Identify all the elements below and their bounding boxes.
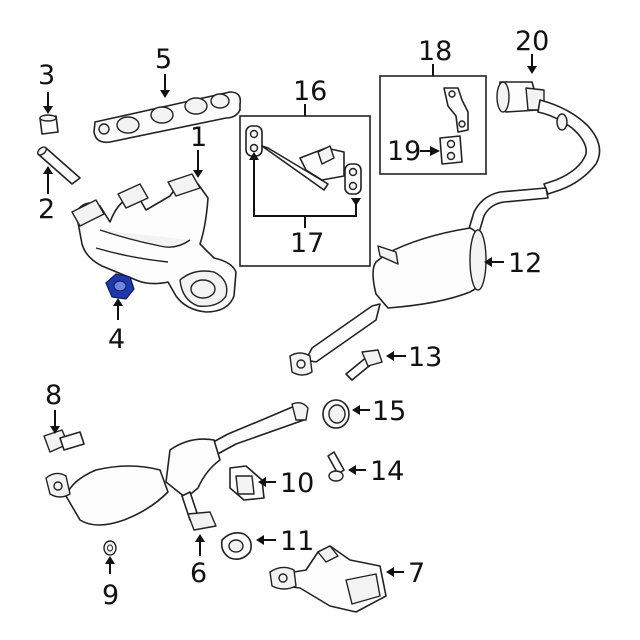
right-catalytic-converter-part[interactable] [269,545,387,613]
stud-part[interactable] [327,451,345,482]
tailpipe-hanger-parts[interactable] [439,87,469,165]
callout-19: 19 [387,136,421,167]
y-pipe-catalytic-converter-part[interactable] [43,401,309,556]
callout-14: 14 [370,456,404,487]
callout-18: 18 [418,36,452,67]
flange-gasket-part[interactable] [220,532,252,560]
hanger-kit-parts[interactable] [245,125,362,195]
callout-3: 3 [38,60,55,91]
callout-7: 7 [408,558,425,589]
callout-2: 2 [38,194,55,225]
callout-11: 11 [280,526,314,557]
callout-9: 9 [102,580,119,611]
callout-13: 13 [408,342,442,373]
hanger-insulator-part[interactable] [229,465,265,501]
tailpipe-extension-part[interactable] [496,81,601,195]
callout-10: 10 [280,468,314,499]
callout-5: 5 [155,44,172,75]
muffler-part[interactable] [289,187,549,376]
seal-ring-part[interactable] [322,399,350,429]
pipe-tube-part[interactable] [36,145,81,185]
callout-20: 20 [515,26,549,57]
sleeve-part[interactable] [39,114,59,135]
manifold-gasket-part[interactable] [93,91,242,144]
callout-15: 15 [372,396,406,427]
callout-6: 6 [190,558,207,589]
callout-17: 17 [290,228,324,259]
highlighted-nut-part[interactable] [105,273,135,300]
callout-4: 4 [108,324,125,355]
callout-1: 1 [190,122,207,153]
exhaust-manifold-part[interactable] [71,173,237,313]
callout-16: 16 [293,76,327,107]
callout-8: 8 [45,380,62,411]
bolt-part[interactable] [345,349,383,381]
callout-12: 12 [508,248,542,279]
